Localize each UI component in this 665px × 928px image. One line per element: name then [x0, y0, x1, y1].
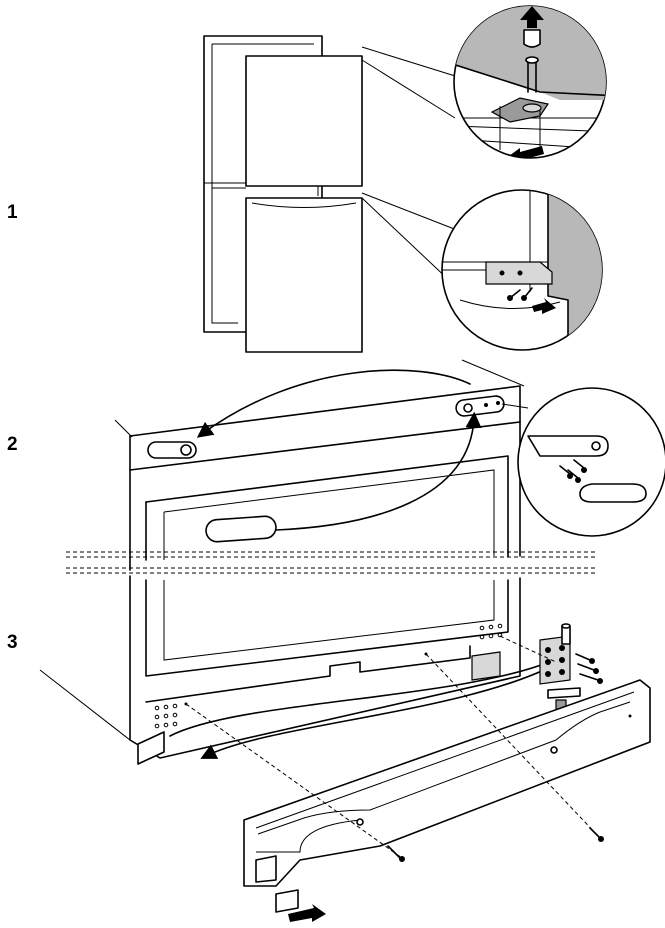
door-panel [39, 359, 525, 765]
step-3-label: 3 [7, 632, 18, 653]
fridge-freezer-overview [203, 35, 469, 353]
base-cover-screws [184, 652, 604, 862]
step-2-label: 2 [7, 434, 18, 455]
base-cover [243, 679, 651, 887]
step-1-label: 1 [7, 202, 18, 223]
handle-screw-detail [517, 387, 665, 537]
break-lines [66, 551, 596, 574]
hole-group-left [154, 703, 178, 729]
bottom-hinge-hardware [499, 623, 603, 713]
hole-group-right [479, 623, 503, 640]
top-hinge-detail [453, 5, 607, 159]
middle-hinge-detail [441, 189, 603, 351]
end-cap-removal [275, 889, 326, 922]
